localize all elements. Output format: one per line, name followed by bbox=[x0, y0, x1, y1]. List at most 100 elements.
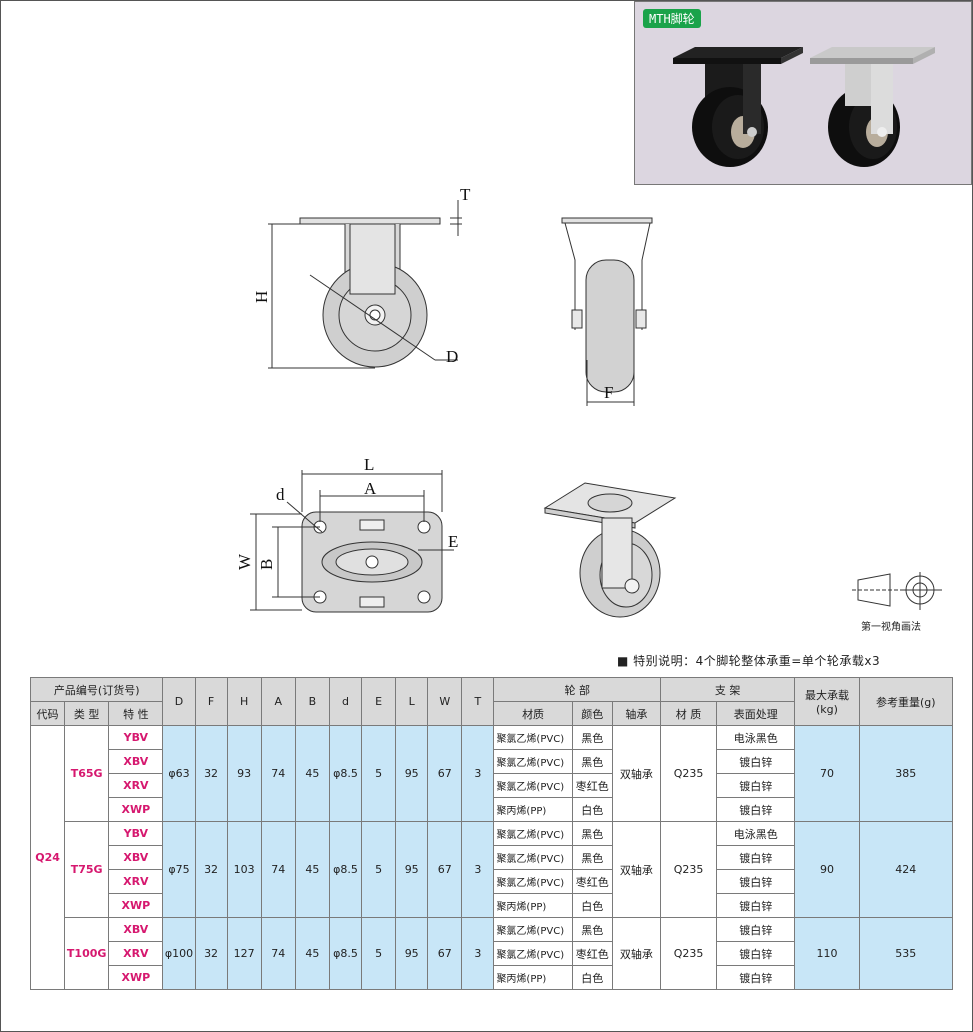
cell-wheel-material: 聚氯乙烯(PVC) bbox=[493, 773, 573, 798]
cell-surface: 镀白锌 bbox=[716, 917, 796, 942]
cell-feature: XBV bbox=[108, 917, 164, 942]
label-F: F bbox=[604, 383, 613, 402]
cell-surface: 镀白锌 bbox=[716, 797, 796, 822]
label-D: D bbox=[446, 347, 458, 366]
cell-ref-weight: 385 bbox=[858, 725, 954, 822]
cell-bracket-material: Q235 bbox=[659, 725, 718, 822]
header-bracket-material: 材 质 bbox=[659, 701, 718, 726]
cell-F: 32 bbox=[194, 821, 228, 918]
header-max-load: 最大承载 (kg) bbox=[794, 677, 860, 726]
label-L: L bbox=[364, 455, 374, 474]
cell-B: 45 bbox=[294, 917, 330, 990]
cell-feature: XRV bbox=[108, 773, 164, 798]
cell-F: 32 bbox=[194, 917, 228, 990]
label-T: T bbox=[460, 185, 471, 204]
header-d: d bbox=[328, 677, 363, 726]
header-F: F bbox=[194, 677, 228, 726]
cell-bearing: 双轴承 bbox=[611, 821, 661, 918]
cell-B: 45 bbox=[294, 725, 330, 822]
product-photo-panel: MTH脚轮 bbox=[634, 1, 972, 185]
cell-max-load: 90 bbox=[794, 821, 860, 918]
cell-wheel-color: 枣红色 bbox=[571, 869, 613, 894]
cell-E: 5 bbox=[361, 821, 397, 918]
cell-feature: XRV bbox=[108, 941, 164, 966]
cell-wheel-material: 聚丙烯(PP) bbox=[493, 965, 573, 990]
side-view-drawing: H T D bbox=[252, 185, 471, 369]
cell-wheel-color: 枣红色 bbox=[571, 773, 613, 798]
isometric-drawing bbox=[543, 482, 677, 618]
header-L: L bbox=[395, 677, 429, 726]
cell-wheel-color: 黑色 bbox=[571, 845, 613, 870]
cell-L: 95 bbox=[395, 821, 429, 918]
cell-d: φ8.5 bbox=[328, 725, 363, 822]
cell-T: 3 bbox=[461, 917, 495, 990]
cell-code: Q24 bbox=[29, 725, 66, 990]
cell-wheel-color: 白色 bbox=[571, 797, 613, 822]
projection-symbol bbox=[852, 572, 942, 610]
cell-ref-weight: 424 bbox=[858, 821, 954, 918]
cell-W: 67 bbox=[427, 821, 463, 918]
cell-feature: YBV bbox=[108, 725, 164, 750]
cell-T: 3 bbox=[461, 725, 495, 822]
cell-type: T100G bbox=[64, 917, 110, 990]
cell-surface: 镀白锌 bbox=[716, 845, 796, 870]
caster-photos bbox=[673, 47, 935, 167]
black-caster-image bbox=[673, 47, 803, 167]
cell-feature: XRV bbox=[108, 869, 164, 894]
cell-F: 32 bbox=[194, 725, 228, 822]
cell-W: 67 bbox=[427, 917, 463, 990]
header-W: W bbox=[427, 677, 463, 726]
header-wheel-material: 材质 bbox=[493, 701, 573, 726]
cell-surface: 镀白锌 bbox=[716, 965, 796, 990]
cell-bearing: 双轴承 bbox=[611, 725, 661, 822]
label-B: B bbox=[257, 559, 276, 570]
header-code: 代码 bbox=[29, 701, 66, 726]
header-A: A bbox=[260, 677, 296, 726]
cell-D: φ63 bbox=[162, 725, 196, 822]
cell-surface: 镀白锌 bbox=[716, 893, 796, 918]
header-product-code: 产品编号(订货号) bbox=[29, 677, 164, 702]
cell-wheel-material: 聚氯乙烯(PVC) bbox=[493, 749, 573, 774]
cell-wheel-color: 白色 bbox=[571, 965, 613, 990]
label-E: E bbox=[448, 532, 458, 551]
zinc-caster-image bbox=[810, 47, 935, 167]
cell-L: 95 bbox=[395, 725, 429, 822]
cell-wheel-color: 白色 bbox=[571, 893, 613, 918]
header-bearing: 轴承 bbox=[611, 701, 661, 726]
cell-E: 5 bbox=[361, 917, 397, 990]
header-E: E bbox=[361, 677, 397, 726]
special-note: ■ 特别说明：4个脚轮整体承重=单个轮承载x3 bbox=[617, 654, 881, 668]
cell-wheel-material: 聚氯乙烯(PVC) bbox=[493, 845, 573, 870]
cell-wheel-color: 黑色 bbox=[571, 821, 613, 846]
cell-surface: 镀白锌 bbox=[716, 773, 796, 798]
cell-bracket-material: Q235 bbox=[659, 821, 718, 918]
header-H: H bbox=[226, 677, 262, 726]
cell-feature: YBV bbox=[108, 821, 164, 846]
label-A: A bbox=[364, 479, 377, 498]
cell-bearing: 双轴承 bbox=[611, 917, 661, 990]
cell-feature: XWP bbox=[108, 797, 164, 822]
cell-wheel-material: 聚丙烯(PP) bbox=[493, 893, 573, 918]
cell-A: 74 bbox=[260, 725, 296, 822]
header-D: D bbox=[162, 677, 196, 726]
header-bracket: 支 架 bbox=[659, 677, 796, 702]
projection-caption: 第一视角画法 bbox=[861, 622, 921, 633]
cell-d: φ8.5 bbox=[328, 821, 363, 918]
cell-ref-weight: 535 bbox=[858, 917, 954, 990]
cell-wheel-material: 聚氯乙烯(PVC) bbox=[493, 725, 573, 750]
header-B: B bbox=[294, 677, 330, 726]
cell-H: 103 bbox=[226, 821, 262, 918]
cell-wheel-color: 黑色 bbox=[571, 725, 613, 750]
cell-W: 67 bbox=[427, 725, 463, 822]
cell-surface: 镀白锌 bbox=[716, 749, 796, 774]
header-feature: 特 性 bbox=[108, 701, 164, 726]
